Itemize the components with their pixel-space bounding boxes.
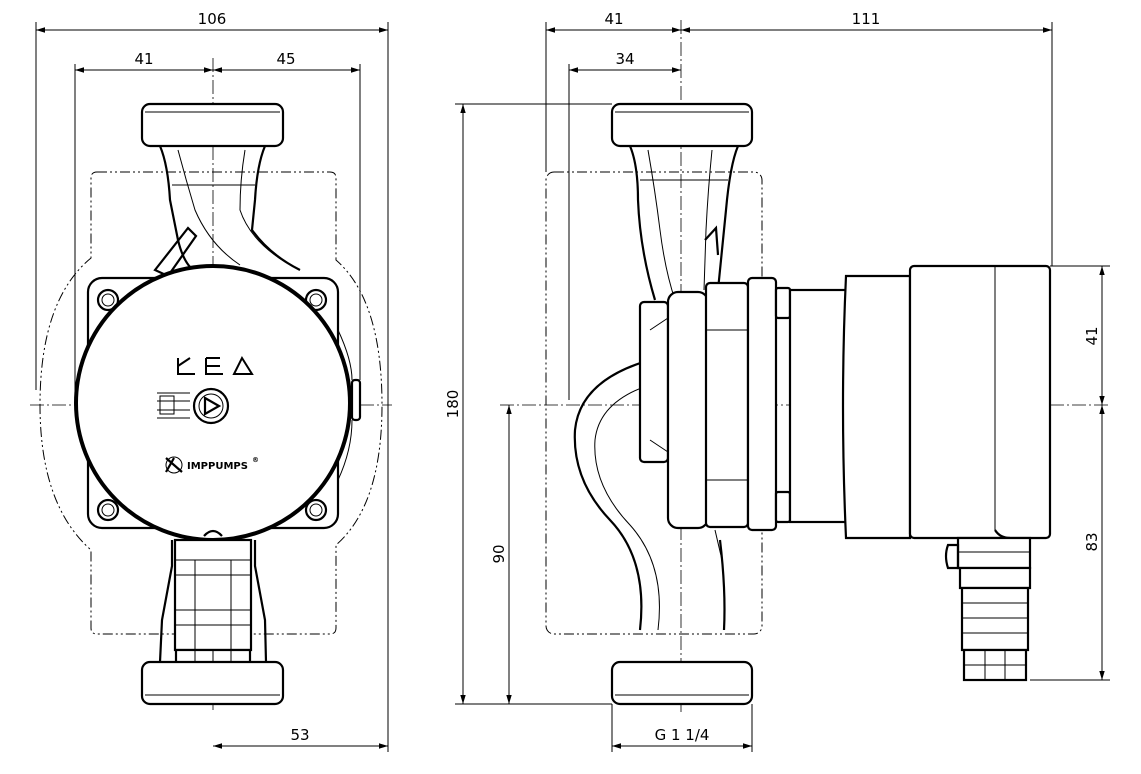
dim-total-width: 106 (198, 10, 227, 28)
dim-motor-length: 111 (852, 10, 881, 28)
pump-brand-logo: IMPPUMPS ® (165, 456, 259, 474)
logo-mark: ® (252, 456, 259, 464)
front-view: IMPPUMPS ® 106 41 45 53 (30, 10, 392, 752)
dim-left-half: 41 (134, 50, 153, 68)
dim-left-top: 41 (604, 10, 623, 28)
thread-label: G 1 1/4 (655, 726, 710, 744)
side-view: 41 111 34 180 90 41 83 G 1 1/4 (444, 10, 1110, 752)
play-icon (157, 387, 230, 425)
dim-left-inner: 34 (615, 50, 634, 68)
speed-setting-icons (177, 355, 254, 375)
logo-text: IMPPUMPS (187, 461, 248, 472)
dim-bottom: 53 (290, 726, 309, 744)
dim-upper-right: 41 (1083, 326, 1101, 345)
dim-total-height: 180 (444, 390, 462, 419)
dim-right-half: 45 (276, 50, 295, 68)
dim-lower-height: 90 (490, 544, 508, 563)
dim-lower-right: 83 (1083, 532, 1101, 551)
